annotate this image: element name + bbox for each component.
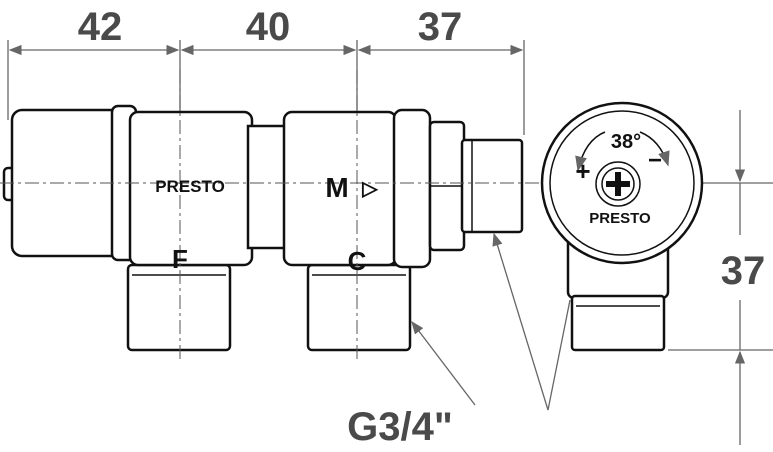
increase-symbol: + <box>575 156 590 186</box>
decrease-symbol: − <box>648 147 662 174</box>
brand-label: PRESTO <box>155 177 225 196</box>
cold-inlet-label: C <box>348 246 367 276</box>
valve-front-view <box>540 101 704 352</box>
flow-arrow-icon: ▷ <box>361 178 379 200</box>
thread-leaders <box>411 232 571 411</box>
thread-size-label: G3/4" <box>347 405 453 449</box>
dial-brand-label: PRESTO <box>589 210 651 227</box>
valve-side-view <box>0 70 540 360</box>
hot-inlet-label: F <box>172 244 188 274</box>
mixed-outlet-label: M <box>325 172 348 203</box>
temperature-setting: 38° <box>611 131 641 153</box>
dimension-height-37: 37 <box>721 249 766 293</box>
dimension-40: 40 <box>246 5 291 49</box>
dimension-lines <box>7 40 773 445</box>
dimension-42: 42 <box>78 5 123 49</box>
dimension-37: 37 <box>418 5 463 49</box>
